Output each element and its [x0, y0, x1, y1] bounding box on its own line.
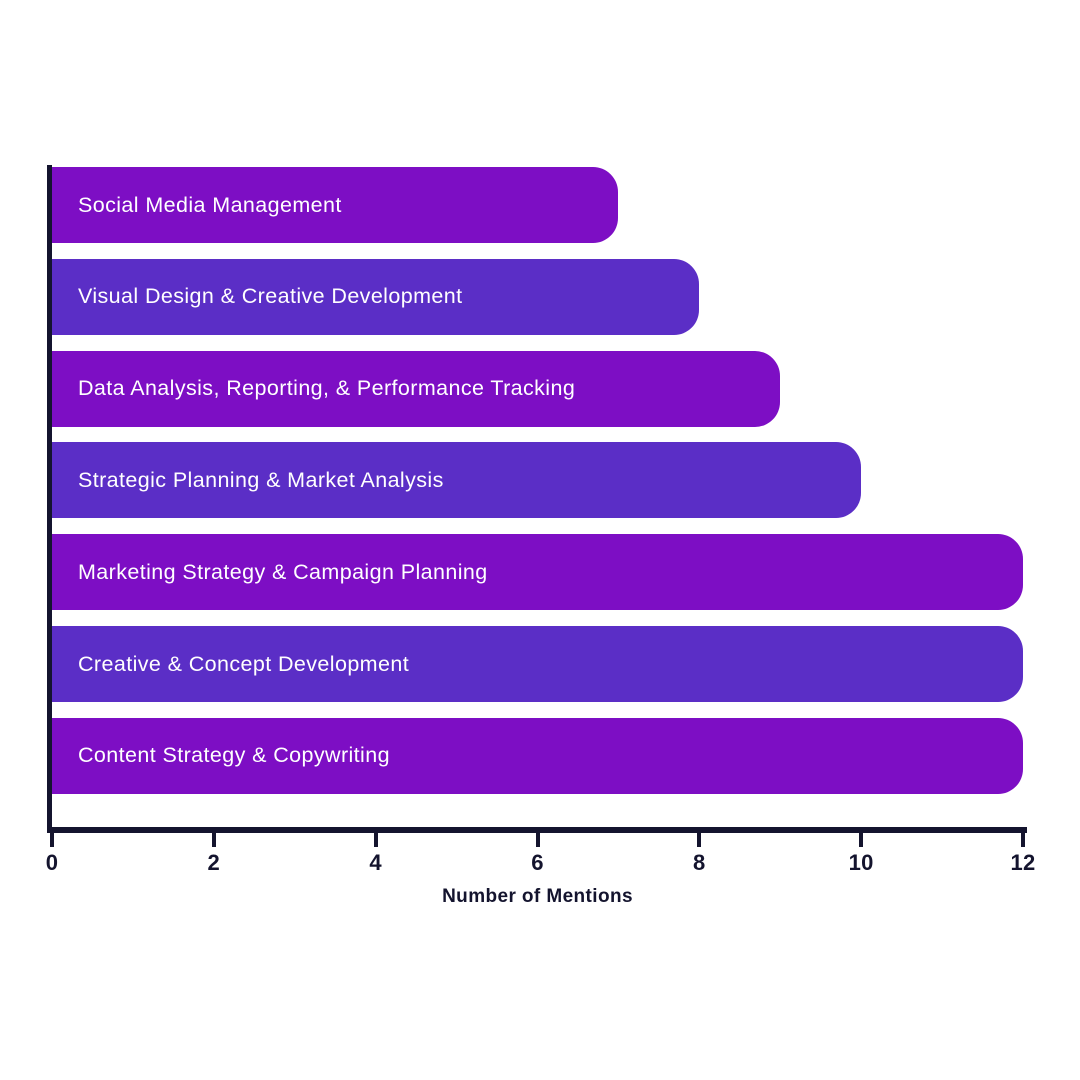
bar-label: Content Strategy & Copywriting [78, 743, 390, 768]
x-tick-mark [50, 833, 54, 847]
x-tick-mark [697, 833, 702, 847]
x-axis-line [47, 827, 1027, 833]
x-tick-label: 12 [1010, 850, 1036, 875]
x-tick-mark [373, 833, 378, 847]
bar: Visual Design & Creative Development [52, 258, 700, 335]
x-axis-title: Number of Mentions [442, 886, 633, 907]
bar-label: Social Media Management [78, 192, 342, 217]
x-tick-label: 2 [207, 850, 221, 875]
x-tick-mark [535, 833, 540, 847]
bar: Creative & Concept Development [52, 626, 1023, 702]
x-tick-mark [859, 833, 864, 847]
bar-label: Visual Design & Creative Development [78, 284, 463, 309]
bar: Data Analysis, Reporting, & Performance … [52, 350, 781, 427]
bar: Marketing Strategy & Campaign Planning [52, 534, 1023, 611]
x-tick-mark [211, 833, 216, 847]
x-tick-mark [1021, 833, 1025, 847]
bar-label: Data Analysis, Reporting, & Performance … [78, 376, 576, 401]
bar: Strategic Planning & Market Analysis [52, 442, 862, 519]
bar-label: Marketing Strategy & Campaign Planning [78, 559, 488, 584]
x-tick-label: 10 [848, 850, 874, 875]
bar-label: Strategic Planning & Market Analysis [78, 467, 444, 492]
bar-label: Creative & Concept Development [78, 651, 410, 676]
x-tick-label: 6 [531, 850, 544, 875]
bar: Social Media Management [52, 167, 619, 243]
x-tick-label: 8 [693, 850, 706, 875]
bar: Content Strategy & Copywriting [52, 717, 1023, 794]
x-tick-label: 4 [369, 850, 382, 875]
x-tick-label: 0 [45, 850, 59, 875]
y-axis-line [47, 165, 52, 833]
